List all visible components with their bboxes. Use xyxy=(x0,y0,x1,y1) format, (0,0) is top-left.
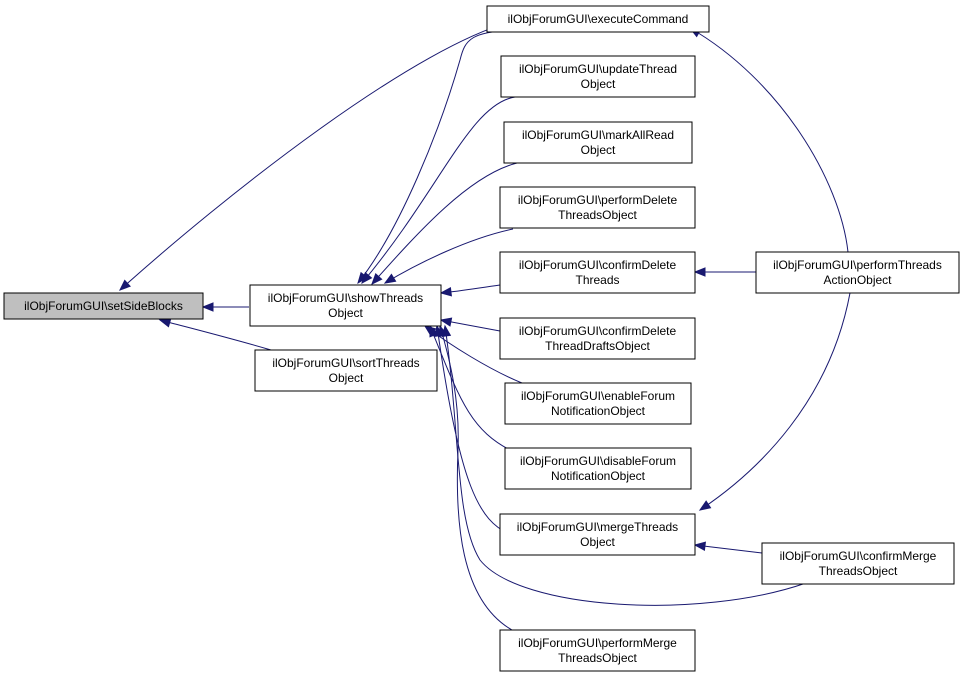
node-box xyxy=(486,5,710,33)
node-label-line: ilObjForumGUI\mergeThreads xyxy=(517,520,678,534)
node-setSideBlocks: ilObjForumGUI\setSideBlocks xyxy=(3,292,204,320)
edge-performThreadsActionObject-to-mergeThreadsObject xyxy=(699,292,851,511)
node-box xyxy=(499,317,696,360)
node-label-line: ilObjForumGUI\performThreads xyxy=(773,258,942,272)
node-label-line: ThreadsObject xyxy=(558,208,637,222)
arrowhead xyxy=(441,324,452,338)
node-label-line: ilObjForumGUI\confirmDelete xyxy=(519,324,677,338)
node-label-line: ilObjForumGUI\setSideBlocks xyxy=(24,299,183,313)
arrowhead xyxy=(698,500,712,511)
node-label-line: Object xyxy=(581,77,616,91)
edge-markAllReadObject-to-showThreadsObject xyxy=(371,162,518,285)
arrowhead xyxy=(119,279,131,291)
node-box xyxy=(3,292,204,320)
arrowhead xyxy=(693,267,706,277)
node-label-line: ilObjForumGUI\updateThread xyxy=(519,62,677,76)
node-label-line: ilObjForumGUI\confirmMerge xyxy=(780,549,937,563)
arrowhead xyxy=(201,302,214,312)
node-box xyxy=(499,513,696,556)
node-box xyxy=(499,251,696,294)
node-label-line: ilObjForumGUI\disableForum xyxy=(520,454,676,468)
node-label-line: Object xyxy=(328,306,363,320)
edge-confirmMergeThreadsObject-to-mergeThreadsObject xyxy=(694,544,763,554)
arrowhead xyxy=(371,273,383,286)
arrowhead xyxy=(158,318,172,328)
node-box xyxy=(249,284,442,327)
node-box xyxy=(504,382,692,425)
node-box xyxy=(254,349,438,392)
arrowhead xyxy=(439,287,452,297)
edge-mergeThreadsObject-to-showThreadsObject xyxy=(436,325,510,535)
arrowhead xyxy=(361,271,373,285)
node-box xyxy=(500,55,696,98)
arrowhead xyxy=(439,317,453,327)
node-label-line: ilObjForumGUI\sortThreads xyxy=(272,356,419,370)
nodes-layer: ilObjForumGUI\setSideBlocks ilObjForumGUI… xyxy=(3,5,960,672)
node-label-line: ThreadDraftsObject xyxy=(545,339,650,353)
edge-performThreadsActionObject-to-executeCommand xyxy=(689,27,849,253)
node-label-line: ilObjForumGUI\executeCommand xyxy=(508,12,689,26)
edge-updateThreadObject-to-showThreadsObject xyxy=(361,96,516,284)
node-enableForumNotificationObject[interactable]: ilObjForumGUI\enableForumNotificationObj… xyxy=(504,382,692,425)
edge-executeCommand-to-setSideBlocks xyxy=(119,18,523,291)
node-label-line: NotificationObject xyxy=(551,469,646,483)
edges-layer xyxy=(119,18,851,631)
node-disableForumNotificationObject[interactable]: ilObjForumGUI\disableForumNotificationOb… xyxy=(504,447,692,490)
node-label-line: ilObjForumGUI\enableForum xyxy=(521,389,675,403)
node-confirmDeleteThreadDraftsObject[interactable]: ilObjForumGUI\confirmDeleteThreadDraftsO… xyxy=(499,317,696,360)
node-box xyxy=(504,447,692,490)
node-label-line: ActionObject xyxy=(823,273,892,287)
node-label-line: ThreadsObject xyxy=(558,651,637,665)
edge-performDeleteThreadsObject-to-showThreadsObject xyxy=(384,228,514,284)
node-box xyxy=(755,251,960,294)
node-label-line: Object xyxy=(329,371,364,385)
edge-confirmMergeThreadsObject-to-showThreadsObject xyxy=(444,325,807,606)
node-label-line: Object xyxy=(581,143,616,157)
arrowhead xyxy=(693,541,706,551)
node-box xyxy=(503,121,693,164)
arrowhead xyxy=(383,273,397,284)
edge-disableForumNotificationObject-to-showThreadsObject xyxy=(429,325,513,452)
node-label-line: ThreadsObject xyxy=(819,564,898,578)
node-executeCommand[interactable]: ilObjForumGUI\executeCommand xyxy=(486,5,710,33)
node-label-line: Threads xyxy=(575,273,619,287)
node-label-line: Object xyxy=(580,535,615,549)
edge-executeCommand-to-showThreadsObject xyxy=(357,29,525,284)
node-label-line: ilObjForumGUI\confirmDelete xyxy=(519,258,677,272)
node-box xyxy=(761,542,955,585)
node-label-line: ilObjForumGUI\performDelete xyxy=(518,193,678,207)
node-box xyxy=(499,629,696,672)
node-label-line: NotificationObject xyxy=(551,404,646,418)
node-box xyxy=(499,186,696,229)
node-label-line: ilObjForumGUI\showThreads xyxy=(268,291,423,305)
node-label-line: ilObjForumGUI\performMerge xyxy=(518,636,677,650)
node-label-line: ilObjForumGUI\markAllRead xyxy=(522,128,674,142)
